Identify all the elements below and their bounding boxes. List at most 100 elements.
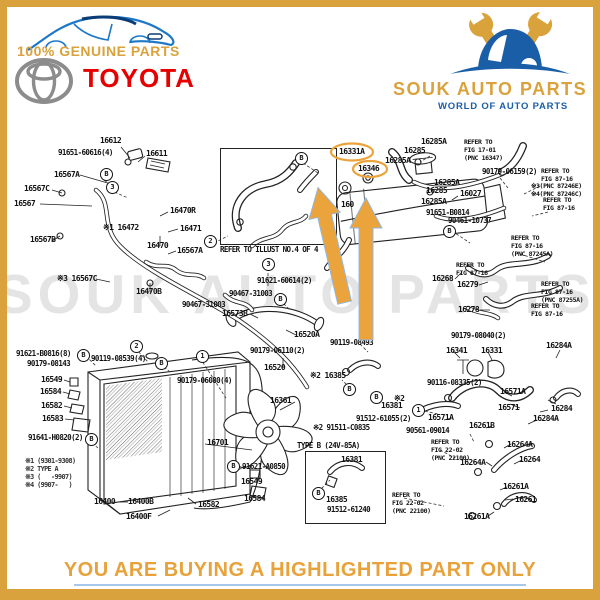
- part-label-9017908143: 90179-08143: [27, 359, 71, 368]
- part-label-16701: 16701: [207, 438, 229, 447]
- part-label-9046110737: 90461-10737: [448, 216, 492, 225]
- circled-ref-1: 1: [412, 404, 425, 417]
- part-label-216385: ※2 16385: [310, 371, 346, 380]
- part-label-16285a: 16285A: [385, 156, 411, 165]
- part-label-16278: 16278: [458, 305, 480, 314]
- part-label-refertofig8716: REFER TO FIG 87-16 (PNC 87245A): [511, 234, 554, 258]
- part-label-refertoillustn: REFER TO ILLUST NO.4 OF 4: [220, 245, 318, 254]
- part-label-9046731003: 90467-31003: [182, 300, 226, 309]
- circled-ref-b: B: [77, 349, 90, 362]
- part-label-16284a: 16284A: [533, 414, 559, 423]
- part-label-16385: 16385: [326, 495, 348, 504]
- part-label-9011908493: 90119-08493: [330, 338, 374, 347]
- part-label-16582: 16582: [198, 500, 220, 509]
- footer-underline: [74, 584, 526, 586]
- part-label-16027: 16027: [460, 189, 482, 198]
- part-label-16584: 16584: [40, 387, 62, 396]
- part-label-refertofig2202: REFER TO FIG 22-02 (PNC 22100): [431, 438, 470, 462]
- circled-ref-3: 3: [106, 181, 119, 194]
- circled-ref-2: 2: [130, 340, 143, 353]
- part-label-39907: ※3 ( -9907): [25, 473, 73, 481]
- part-label-16573b: 16573B: [222, 309, 248, 318]
- circled-ref-b: B: [155, 357, 168, 370]
- part-label-16612: 16612: [100, 136, 122, 145]
- part-label-291511c0835: ※2 91511-C0835: [313, 423, 370, 432]
- part-label-160: 160: [341, 200, 354, 209]
- part-label-91651606164: 91651-60616(4): [58, 148, 113, 157]
- part-label-16567a: 16567A: [177, 246, 203, 255]
- toyota-wordmark: TOYOTA: [83, 63, 195, 93]
- part-label-refertofig8716: REFER TO FIG 87-16: [543, 196, 575, 212]
- part-label-91641h08202: 91641-H0820(2): [28, 433, 83, 442]
- part-label-16381: 16381: [381, 401, 403, 410]
- part-label-91621606142: 91621-60614(2): [257, 276, 312, 285]
- circled-ref-1: 1: [196, 350, 209, 363]
- part-label-3pnc87246e4pnc: ※3(PNC 87246E) ※4(PNC 87246C): [531, 182, 582, 198]
- part-label-16331a: 16331A: [339, 147, 365, 156]
- circled-ref-b: B: [227, 460, 240, 473]
- part-label-16361: 16361: [270, 396, 292, 405]
- part-label-16471: 16471: [180, 224, 202, 233]
- souk-logo-subtitle: WORLD OF AUTO PARTS: [438, 101, 569, 112]
- part-label-9056109014: 90561-09014: [406, 426, 450, 435]
- part-label-16331: 16331: [481, 346, 503, 355]
- part-label-16582: 16582: [41, 401, 63, 410]
- part-label-90116083352: 90116-08335(2): [427, 378, 482, 387]
- circled-ref-b: B: [343, 383, 356, 396]
- genuine-parts-text: 100% GENUINE PARTS: [17, 43, 180, 59]
- part-label-16341: 16341: [446, 346, 468, 355]
- circled-ref-b: B: [100, 168, 113, 181]
- car-sketch-logo: [27, 15, 175, 51]
- part-label-16279: 16279: [457, 280, 479, 289]
- part-label-16400f: 16400F: [126, 512, 152, 521]
- part-label-16284: 16284: [551, 404, 573, 413]
- part-label-16520a: 16520A: [294, 330, 320, 339]
- part-label-2typea: ※2 TYPE A: [25, 465, 59, 473]
- part-label-16261b: 16261B: [469, 421, 495, 430]
- part-label-116472: ※1 16472: [103, 223, 139, 232]
- toyota-emblem-icon: [15, 58, 73, 104]
- part-label-91621b08168: 91621-B0816(8): [16, 349, 71, 358]
- part-label-16264: 16264: [519, 455, 541, 464]
- part-label-16571: 16571: [498, 403, 520, 412]
- part-label-2: ※2: [394, 394, 405, 403]
- part-label-16571a: 16571A: [428, 413, 454, 422]
- part-label-16264a: 16264A: [507, 440, 533, 449]
- diagram-box-1: [305, 451, 386, 524]
- part-label-16549: 16549: [41, 375, 63, 384]
- highlight-ellipse-16331a: [329, 142, 375, 162]
- part-label-9046731003: 90467-31003: [229, 289, 273, 298]
- circled-ref-b: B: [370, 391, 383, 404]
- part-label-90119085394: 90119-08539(4): [91, 354, 146, 363]
- part-label-refertofig1701: REFER TO FIG 17-01 (PNC 16347): [464, 138, 503, 162]
- part-label-90179080402: 90179-08040(2): [451, 331, 506, 340]
- part-label-16285: 16285: [426, 186, 448, 195]
- part-label-16400b: 16400B: [128, 497, 154, 506]
- part-label-9151261240: 91512-61240: [327, 505, 371, 514]
- circled-ref-b: B: [312, 487, 325, 500]
- part-label-16567b: 16567B: [30, 235, 56, 244]
- part-label-16571a: 16571A: [500, 387, 526, 396]
- circled-ref-b: B: [295, 152, 308, 165]
- part-label-refertofig8716: REFER TO FIG 87-16: [456, 261, 488, 277]
- part-label-16264a: 16264A: [460, 458, 486, 467]
- part-label-91651b0814: 91651-B0814: [426, 208, 470, 217]
- part-label-49907: ※4 (9907- ): [25, 481, 73, 489]
- part-label-91512610552: 91512-61055(2): [356, 414, 411, 423]
- part-label-typeb24v85a: TYPE B (24V-85A): [297, 441, 360, 450]
- part-label-193019308: ※1 (9301-9308): [25, 457, 76, 465]
- part-label-16285a: 16285A: [421, 137, 447, 146]
- footer-banner-text: YOU ARE BUYING A HIGHLIGHTED PART ONLY: [63, 559, 537, 581]
- highlight-arrow-right: [349, 196, 383, 341]
- circled-ref-3: 3: [262, 258, 275, 271]
- part-label-16549: 16549: [241, 477, 263, 486]
- part-label-16284a: 16284A: [546, 341, 572, 350]
- part-label-90179061592: 90179-06159(2): [482, 167, 537, 176]
- circled-ref-b: B: [274, 293, 287, 306]
- part-label-16285a: 16285A: [434, 178, 460, 187]
- part-label-16567a: 16567A: [54, 170, 80, 179]
- circled-ref-b: B: [85, 433, 98, 446]
- part-label-refertofig8716: REFER TO FIG 87-16: [541, 167, 573, 183]
- part-label-16400: 16400: [94, 497, 116, 506]
